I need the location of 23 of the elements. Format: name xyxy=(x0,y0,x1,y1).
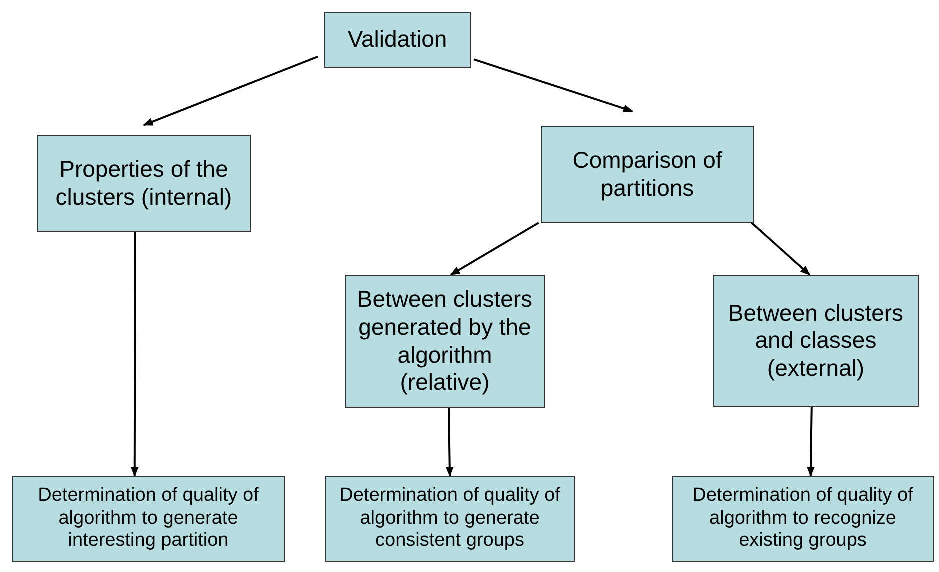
box-label: Between clusters and classes (external) xyxy=(727,300,905,382)
arrow xyxy=(143,56,318,126)
process-box xyxy=(325,476,575,562)
box-label: Validation xyxy=(348,26,448,54)
process-box xyxy=(541,126,754,223)
box-label: Determination of quality of algorithm to generate consistent groups xyxy=(338,484,562,554)
process-box xyxy=(345,275,545,408)
arrow xyxy=(474,58,634,112)
box-label: Determination of quality of algorithm to generate interesting partition xyxy=(37,484,260,554)
process-box xyxy=(12,476,285,562)
box-label: Determination of quality of algorithm to recognize existing groups xyxy=(692,484,914,554)
process-box xyxy=(324,12,471,68)
box-label: Comparison of partitions xyxy=(572,146,724,202)
arrow xyxy=(751,222,811,276)
arrow xyxy=(807,406,815,477)
arrow xyxy=(450,222,540,276)
box-label: Between clusters generated by the algorithm (relative) xyxy=(356,286,534,397)
arrow xyxy=(446,408,454,477)
process-box xyxy=(37,135,251,232)
box-label: Properties of the clusters (internal) xyxy=(54,156,234,212)
process-box xyxy=(672,476,934,562)
arrow xyxy=(130,232,139,477)
process-box xyxy=(713,275,919,407)
